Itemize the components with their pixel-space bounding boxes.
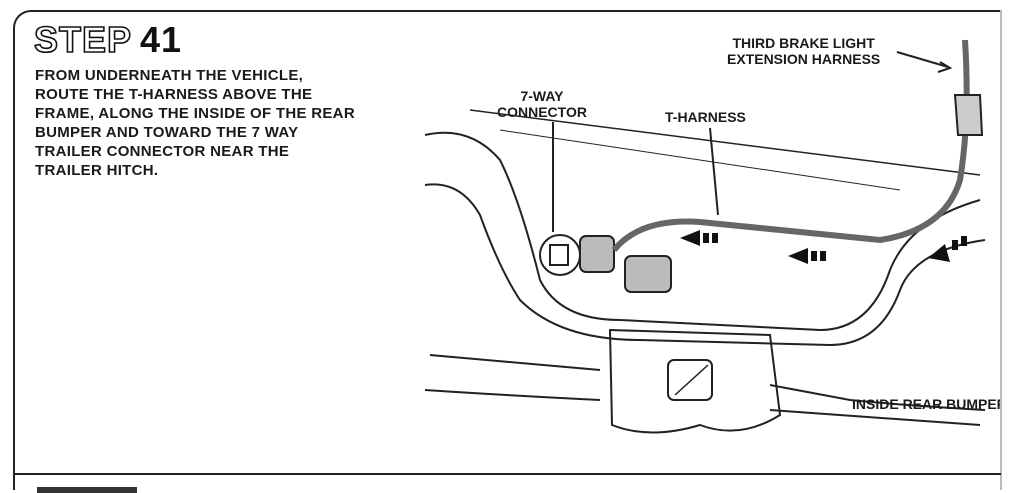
step-panel <box>13 10 1001 476</box>
label-line: THIRD BRAKE LIGHT <box>732 35 875 51</box>
label-inside-rear-bumper: INSIDE REAR BUMPER <box>852 396 1000 412</box>
label-line: 7-WAY <box>520 88 564 104</box>
label-third-brake-light-harness: THIRD BRAKE LIGHT EXTENSION HARNESS <box>727 35 880 67</box>
route-arrow <box>680 230 700 246</box>
route-arrow <box>928 244 950 262</box>
step-instruction: FROM UNDERNEATH THE VEHICLE, ROUTE THE T… <box>35 67 355 179</box>
label-t-harness: T-HARNESS <box>665 109 746 125</box>
panel-border <box>13 474 15 490</box>
label-7-way-connector: 7-WAY CONNECTOR <box>497 88 587 120</box>
step-word: STEP <box>33 19 133 61</box>
step-divider <box>13 473 1001 475</box>
label-line: CONNECTOR <box>497 104 587 120</box>
route-arrow <box>788 248 808 264</box>
label-line: EXTENSION HARNESS <box>727 51 881 67</box>
page-edge <box>1000 10 1002 490</box>
step-number: 41 <box>140 19 183 60</box>
